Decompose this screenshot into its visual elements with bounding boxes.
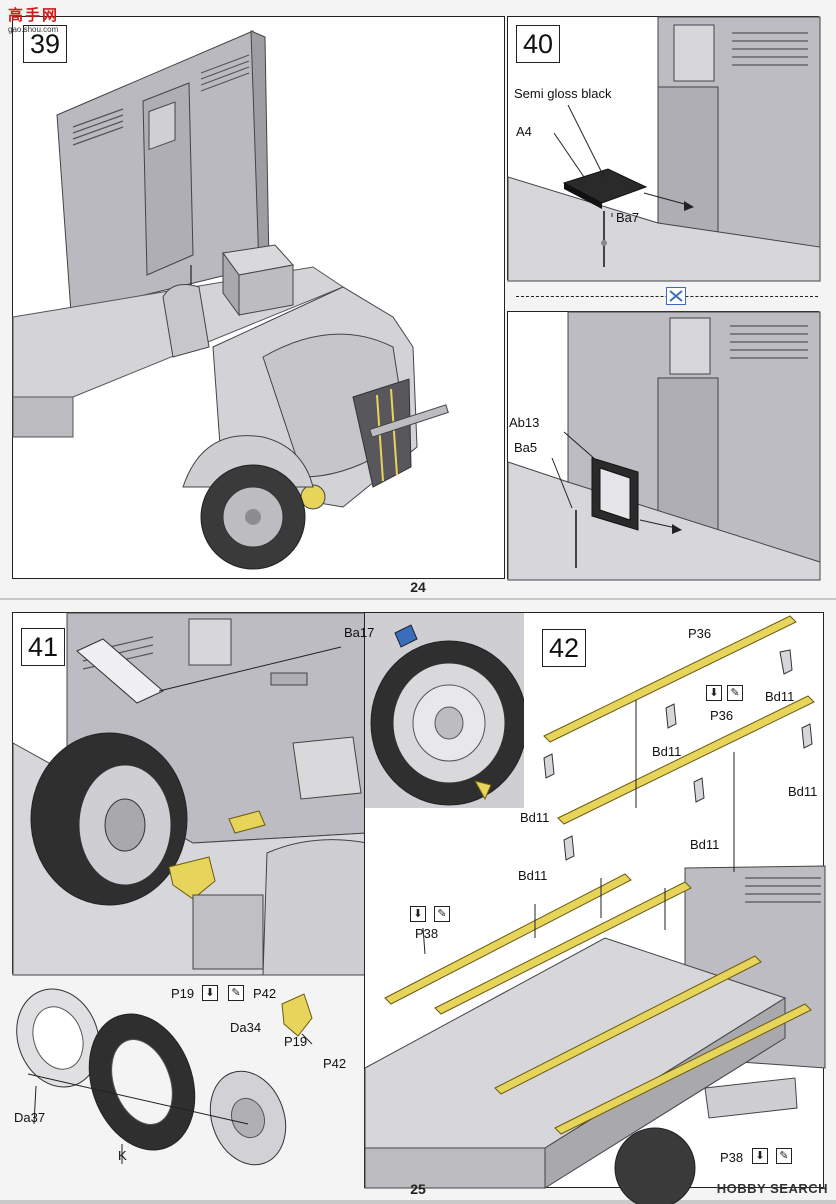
step-40-upper-illustration bbox=[507, 16, 821, 282]
part-label-p36: P36 bbox=[688, 626, 712, 641]
glue-down-icon: ⬇ bbox=[410, 906, 426, 922]
part-label-ba5: Ba5 bbox=[514, 440, 538, 455]
page-number-24: 24 bbox=[410, 579, 426, 595]
part-label-p19: P19 bbox=[171, 986, 195, 1001]
hobby-search-logo: HOBBY SEARCH bbox=[716, 1181, 828, 1196]
tyre-detail-illustration bbox=[365, 613, 528, 811]
part-label-bd11-e: Bd11 bbox=[690, 837, 720, 852]
part-label-bd11-b: Bd11 bbox=[652, 744, 682, 759]
step-42-number: 42 bbox=[542, 629, 586, 667]
part-label-p36-b: P36 bbox=[710, 708, 734, 723]
step-42-panel bbox=[364, 808, 826, 1204]
watermark-url: gao.shou.com bbox=[8, 25, 59, 34]
part-label-ba17: Ba17 bbox=[344, 625, 375, 640]
step-39-number: 39 bbox=[23, 25, 67, 63]
step-40-panel-upper: 40 Semi gloss black A4 Ba7 bbox=[507, 16, 821, 282]
glue-down-icon: ⬇ bbox=[752, 1148, 768, 1164]
step-41-number: 41 bbox=[21, 628, 65, 666]
paint-callout: Semi gloss black bbox=[514, 86, 612, 101]
part-label-bd11-c: Bd11 bbox=[788, 784, 818, 799]
step-42-rails-illustration bbox=[543, 615, 815, 872]
glue-down-icon: ⬇ bbox=[706, 685, 722, 701]
part-label-k: K bbox=[118, 1148, 127, 1163]
cement-brush-icon: ✎ bbox=[434, 906, 450, 922]
tyre-detail-inset bbox=[364, 612, 528, 811]
part-label-p19-b: P19 bbox=[284, 1034, 308, 1049]
part-label-p42-b: P42 bbox=[323, 1056, 347, 1071]
step-40-lower-illustration bbox=[507, 311, 821, 581]
part-label-bd11-a: Bd11 bbox=[765, 689, 795, 704]
part-label-ba7: Ba7 bbox=[616, 210, 640, 225]
part-label-da34: Da34 bbox=[230, 1020, 262, 1035]
cement-brush-icon: ✎ bbox=[727, 685, 743, 701]
step-39-panel: 39 bbox=[12, 16, 505, 579]
part-label-bd11-d: Bd11 bbox=[520, 810, 550, 825]
glue-down-icon: ⬇ bbox=[202, 985, 218, 1001]
cement-brush-icon: ✎ bbox=[776, 1148, 792, 1164]
part-label-p38: P38 bbox=[415, 926, 439, 941]
manual-page-24: 高手网 gao.shou.com bbox=[0, 0, 836, 598]
wheel-exploded-illustration bbox=[16, 988, 313, 1166]
page-number-25: 25 bbox=[410, 1181, 426, 1197]
step-40-number: 40 bbox=[516, 25, 560, 63]
cement-brush-icon: ✎ bbox=[228, 985, 244, 1001]
manual-page-25: 41 Ba17 P19 ⬇ ✎ bbox=[0, 600, 836, 1204]
step-41-panel: 41 Ba17 bbox=[12, 612, 374, 976]
step-41-illustration bbox=[12, 612, 368, 976]
step-40-panel-lower: Ab13 Ba5 bbox=[507, 311, 821, 581]
part-label-da37: Da37 bbox=[14, 1110, 46, 1125]
part-label-p42: P42 bbox=[253, 986, 277, 1001]
part-label-p38-b: P38 bbox=[720, 1150, 744, 1165]
step-39-illustration bbox=[12, 30, 449, 570]
part-label-ab13: Ab13 bbox=[509, 415, 540, 430]
part-label-a4: A4 bbox=[516, 124, 532, 139]
step-42-illustration bbox=[364, 865, 826, 1204]
watermark: 高手网 gao.shou.com bbox=[8, 4, 59, 34]
alternate-assembly-icon bbox=[666, 287, 686, 305]
part-label-bd11-f: Bd11 bbox=[518, 868, 548, 883]
watermark-text: 高手网 bbox=[8, 7, 60, 24]
